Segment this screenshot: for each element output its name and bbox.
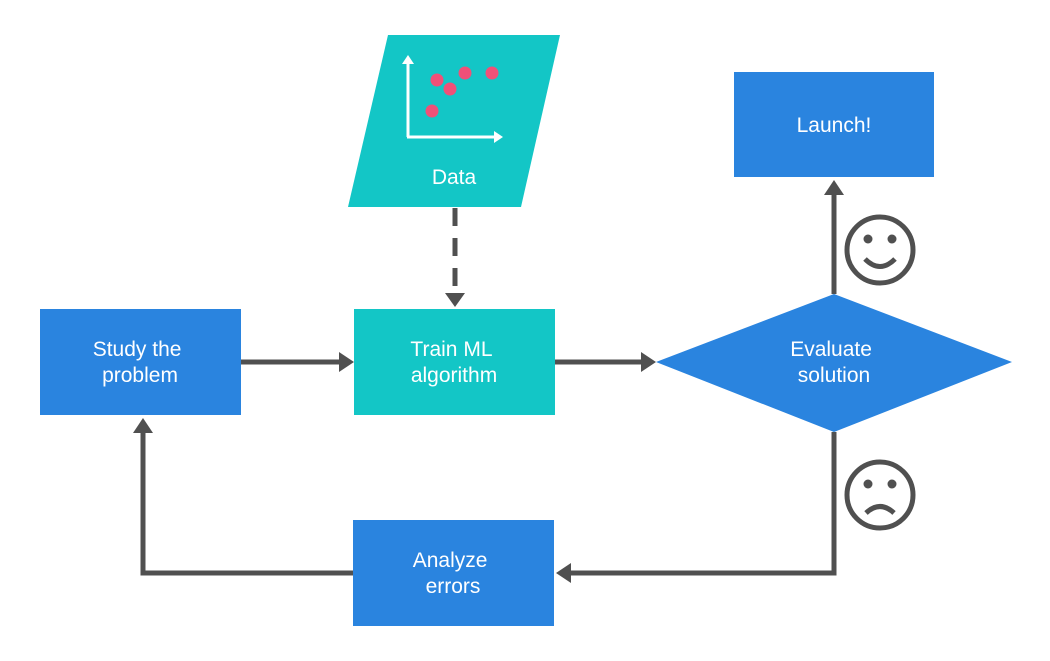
study-label-line2: problem [102,364,178,387]
sad-face-icon [844,459,916,531]
study-node: Study the problem [40,309,241,415]
data-node: Data [348,35,560,207]
analyze-node: Analyze errors [353,520,554,626]
study-label: Study the problem [93,338,188,387]
scatter-plot-icon [402,55,503,143]
train-label: Train ML algorithm [410,338,497,387]
arrowhead-into-launch [824,180,844,195]
data-point [443,82,457,96]
happy-face-smile [863,257,897,269]
study-box [40,309,241,415]
study-label-line1: Study the [93,338,182,361]
connector-evaluate-to-analyze [570,432,837,576]
evaluate-diamond [656,294,1012,432]
data-point [425,104,439,118]
sad-face-right-eye [887,479,897,489]
analyze-label: Analyze errors [413,549,494,598]
data-point [430,73,444,87]
train-label-line2: algorithm [411,364,497,387]
analyze-label-line1: Analyze [413,549,488,572]
train-node: Train ML algorithm [354,309,555,415]
data-label: Data [432,166,477,189]
launch-label: Launch! [797,114,872,137]
arrowhead-into-evaluate [641,352,656,372]
evaluate-label-line1: Evaluate [790,338,872,361]
data-point [458,66,472,80]
evaluate-label: Evaluate solution [790,338,878,387]
happy-face-left-eye [863,234,873,244]
happy-face-right-eye [887,234,897,244]
arrowhead-into-analyze [556,563,571,583]
arrowhead-into-train-top [445,293,465,307]
train-box [354,309,555,415]
data-parallelogram [348,35,560,207]
launch-box [734,72,934,177]
arrowhead-into-study [133,418,153,433]
evaluate-node: Evaluate solution [656,294,1012,432]
happy-face-icon [844,214,916,286]
train-label-line1: Train ML [410,338,491,361]
analyze-label-line2: errors [426,575,481,598]
analyze-box [353,520,554,626]
y-axis-arrowhead [402,55,414,64]
sad-face-left-eye [863,479,873,489]
data-point [485,66,499,80]
connector-analyze-to-study [140,432,353,576]
x-axis-arrowhead [494,131,503,143]
evaluate-label-line2: solution [798,364,870,387]
arrowhead-into-train-left [339,352,354,372]
sad-face-frown [864,504,896,515]
launch-node: Launch! [734,72,934,177]
connectors [133,180,844,583]
